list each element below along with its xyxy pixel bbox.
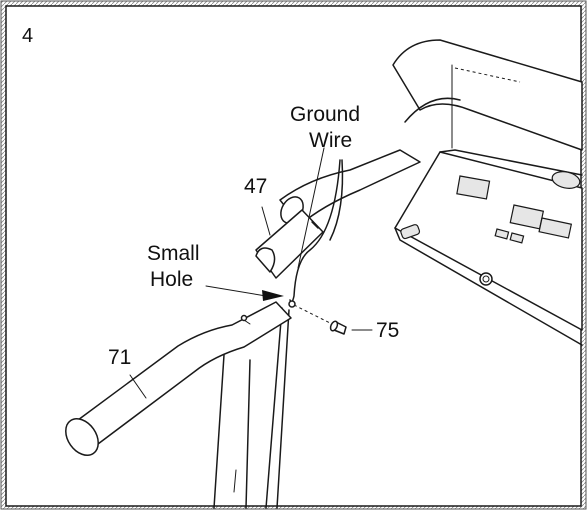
step-number: 4 [22,25,33,47]
part-47-cover [255,209,324,279]
ground-wire-label-line2: Wire [309,129,352,152]
small-hole-label-line1: Small [147,242,200,265]
upright-frame [213,307,290,509]
leader-lines [129,64,521,399]
part-75-label: 75 [376,319,399,342]
small-hole-label-line2: Hole [150,268,193,291]
screw-75 [288,300,373,335]
ground-wire-label-line1: Ground [290,103,360,126]
part-71-label: 71 [108,346,131,369]
console-assembly [392,39,583,346]
handrail-71 [65,301,292,456]
part-47-label: 47 [244,175,267,198]
